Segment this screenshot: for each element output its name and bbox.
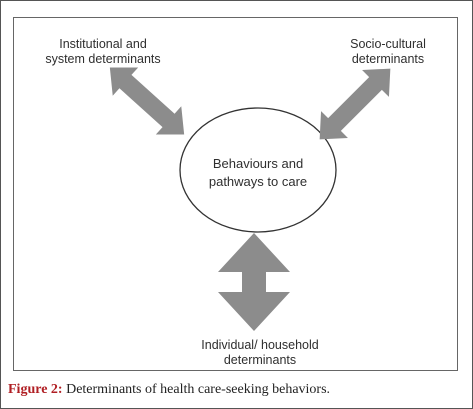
- diagram-box: [13, 17, 458, 371]
- arrow-socio-cultural-shape: [319, 68, 391, 140]
- arrow-institutional-shape: [109, 67, 185, 135]
- node-institutional-label: Institutional and system determinants: [45, 37, 161, 66]
- arrow-socio-cultural: [319, 68, 391, 140]
- arrow-institutional: [109, 67, 185, 135]
- caption-label: Figure 2:: [8, 382, 63, 397]
- node-individual-label: Individual/ household determinants: [201, 338, 319, 367]
- figure-caption: Figure 2: Determinants of health care-se…: [8, 382, 330, 398]
- center-circle: [179, 107, 337, 233]
- arrow-individual: [218, 233, 290, 331]
- caption-text: Determinants of health care-seeking beha…: [62, 382, 331, 397]
- node-socio-cultural-label: Socio-cultural determinants: [350, 37, 426, 66]
- arrow-individual-shape: [218, 233, 290, 331]
- center-node-label: Behaviours and pathways to care: [208, 156, 308, 189]
